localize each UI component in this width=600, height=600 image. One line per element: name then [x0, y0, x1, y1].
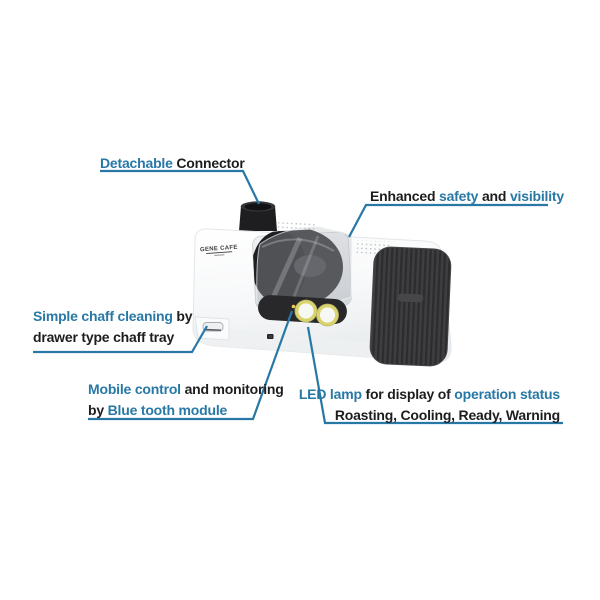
annotation-chaff-cleaning: Simple chaff cleaning by drawer type cha…	[33, 306, 193, 348]
label-segment: by	[88, 401, 108, 418]
label-segment: visibility	[509, 188, 564, 204]
label-line: Roasting, Cooling, Ready, Warning	[299, 405, 560, 426]
label-segment: and	[478, 188, 510, 204]
annotation-led-lamp: LED lamp for display of operation status…	[299, 384, 560, 425]
label-segment: Connector	[172, 155, 245, 171]
leader-detachable-connector	[100, 169, 260, 205]
side-grille	[369, 246, 452, 367]
knob-right	[316, 303, 339, 327]
viewing-window	[251, 226, 353, 311]
label-segment: Blue tooth module	[107, 401, 228, 418]
annotation-mobile-control: Mobile control and monitoring by Blue to…	[88, 379, 284, 420]
label-line: by Blue tooth module	[88, 400, 284, 421]
control-panel	[258, 295, 347, 327]
roasting-drum	[251, 228, 343, 306]
label-segment: LED lamp	[298, 386, 362, 402]
label-line: drawer type chaff tray	[33, 327, 192, 348]
label-segment: and monitoring	[180, 381, 284, 397]
annotation-enhanced-safety: Enhanced safety and visibility	[370, 186, 564, 207]
led-indicator	[291, 304, 296, 309]
label-segment: safety	[439, 188, 479, 204]
svg-text:GENE CAFE: GENE CAFE	[200, 245, 238, 254]
brand-logo: GENE CAFE	[200, 245, 238, 256]
label-line: Simple chaff cleaning by	[33, 306, 193, 327]
leader-mobile-control	[88, 310, 294, 421]
leader-chaff-tray	[33, 325, 208, 354]
label-segment: Enhanced	[370, 188, 439, 204]
power-port	[267, 334, 274, 339]
label-segment: Simple chaff cleaning	[33, 308, 173, 324]
transparent-cover	[256, 226, 353, 307]
leader-enhanced-safety	[348, 203, 548, 238]
label-line: LED lamp for display of operation status	[299, 384, 560, 405]
label-line: Mobile control and monitoring	[88, 379, 284, 400]
label-segment: Mobile control	[88, 381, 181, 397]
label-segment: Roasting, Cooling, Ready, Warning	[334, 406, 560, 423]
leader-led-lamp	[306, 326, 563, 425]
label-segment: operation status	[454, 386, 560, 402]
label-segment: for display of	[361, 386, 455, 402]
connector-chimney	[239, 201, 277, 231]
label-segment: Detachable	[100, 155, 173, 171]
knob-left	[294, 299, 318, 323]
label-segment: drawer type chaff tray	[33, 328, 175, 345]
label-segment: by	[172, 308, 193, 324]
annotation-detachable-connector: Detachable Connector	[100, 153, 245, 174]
leader-lines	[33, 169, 563, 425]
